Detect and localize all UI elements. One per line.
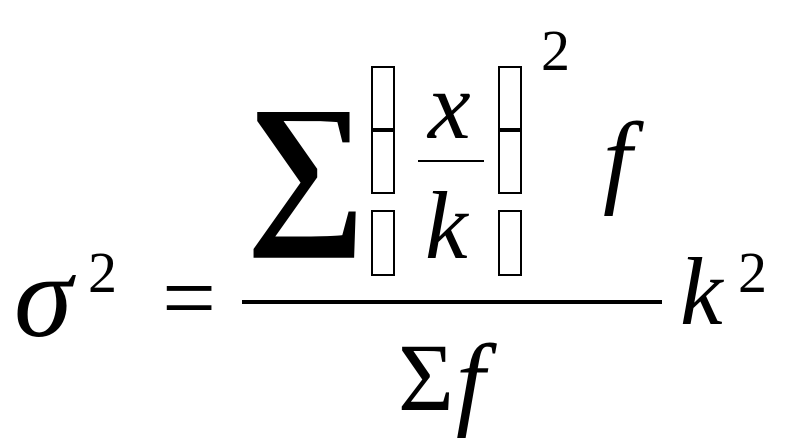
numerator-sum-symbol: ∑	[246, 73, 366, 259]
denominator-sum-symbol: Σ	[398, 324, 454, 431]
sigma-symbol: σ	[14, 231, 73, 362]
bracket-power: 2	[541, 18, 570, 83]
denominator-variable-f: f	[456, 324, 485, 439]
right-bracket-box-top	[498, 66, 522, 130]
left-bracket-box-middle	[371, 130, 395, 194]
inner-denominator-k: k	[425, 172, 468, 279]
inner-fraction-bar	[418, 160, 484, 162]
main-fraction-bar	[242, 300, 662, 304]
inner-numerator-x: x	[428, 52, 471, 159]
sigma-exponent: 2	[88, 240, 117, 305]
right-bracket-box-bottom	[498, 210, 522, 276]
multiplier-k: k	[680, 238, 723, 345]
right-bracket-box-middle	[498, 130, 522, 194]
left-bracket-box-top	[371, 66, 395, 130]
multiplier-exponent: 2	[738, 240, 767, 305]
numerator-factor-f: f	[603, 102, 632, 217]
left-bracket-box-bottom	[371, 210, 395, 276]
equals-sign: =	[162, 244, 217, 351]
